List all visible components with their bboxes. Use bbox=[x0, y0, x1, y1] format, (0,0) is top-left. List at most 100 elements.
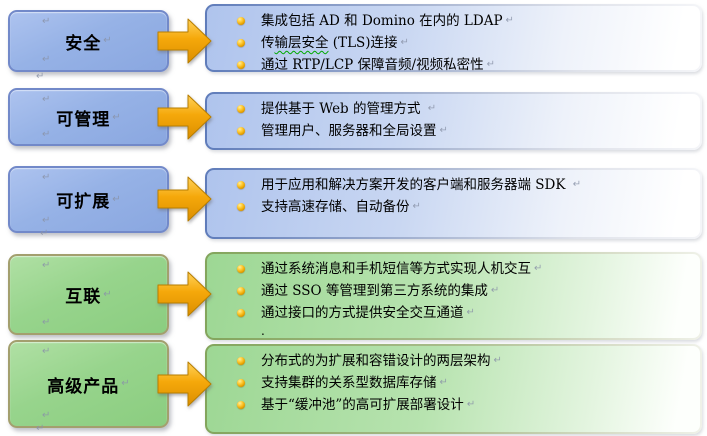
bullet-text: 用于应用和解决方案开发的客户端和服务器端 SDK bbox=[261, 177, 570, 193]
paragraph-mark: ↵ bbox=[466, 307, 475, 318]
bullet-item: 支持集群的关系型数据库存储 ↵ bbox=[207, 372, 692, 394]
right-arrow[interactable] bbox=[157, 16, 213, 66]
content-box-body: 通过系统消息和手机短信等方式实现人机交互 ↵ 通过 SSO 等管理到第三方系统的… bbox=[207, 254, 700, 338]
paragraph-mark: ↵ bbox=[490, 285, 500, 296]
right-arrow[interactable] bbox=[157, 174, 213, 224]
bullet-text: 支持集群的关系型数据库存储 bbox=[261, 375, 437, 391]
right-arrow[interactable] bbox=[157, 269, 213, 319]
bullet-icon bbox=[237, 105, 245, 113]
paragraph-mark: ↵ bbox=[534, 263, 543, 274]
content-box[interactable]: 用于应用和解决方案开发的客户端和服务器端 SDK ↵ 支持高速存储、自动备份 ↵ bbox=[205, 168, 702, 239]
content-box[interactable]: 分布式的为扩展和容错设计的两层架构 ↵ 支持集群的关系型数据库存储 ↵ 基于“缓… bbox=[205, 344, 702, 434]
paragraph-mark: ↵ bbox=[486, 59, 495, 70]
bullet-text: 传输层安全 (TLS)连接 bbox=[261, 35, 398, 51]
bullet-item: 支持高速存储、自动备份 ↵ bbox=[207, 196, 692, 218]
paragraph-mark: ↵ bbox=[121, 378, 130, 389]
category-box[interactable]: ↵ 高级产品 ↵ ↵ bbox=[8, 340, 169, 428]
paragraph-mark: ↵ bbox=[103, 35, 112, 46]
bullet-icon bbox=[237, 61, 245, 69]
paragraph-mark: ↵ bbox=[42, 129, 51, 140]
category-label-line: 可管理 ↵ bbox=[56, 105, 120, 130]
paragraph-mark: ↵ bbox=[36, 423, 45, 434]
category-label: 高级产品 bbox=[47, 376, 120, 397]
bullet-item: 通过 SSO 等管理到第三方系统的集成 ↵ bbox=[207, 280, 692, 302]
paragraph-mark: ↵ bbox=[40, 228, 49, 239]
category-label: 可管理 bbox=[56, 110, 111, 130]
paragraph-mark: ↵ bbox=[42, 215, 51, 226]
paragraph-mark: ↵ bbox=[42, 172, 51, 183]
bullet-text: . bbox=[261, 324, 265, 338]
bullet-text: 集成包括 AD 和 Domino 在内的 LDAP bbox=[261, 13, 503, 29]
category-label: 可扩展 bbox=[56, 192, 111, 212]
paragraph-mark: ↵ bbox=[103, 288, 112, 300]
paragraph-mark: ↵ bbox=[42, 317, 51, 328]
bullet-item: . bbox=[207, 324, 692, 339]
bullet-text: 通过接口的方式提供安全交互通道 bbox=[261, 305, 464, 321]
category-box[interactable]: ↵ 互联 ↵ ↵ bbox=[8, 254, 169, 335]
paragraph-mark: ↵ bbox=[42, 94, 51, 105]
paragraph-mark: ↵ bbox=[36, 71, 45, 82]
bullet-item: 集成包括 AD 和 Domino 在内的 LDAP ↵ bbox=[207, 10, 692, 32]
bullet-item: 通过 RTP/LCP 保障音频/视频私密性 ↵ bbox=[207, 54, 692, 76]
category-box[interactable]: ↵ 可扩展 ↵ ↵ bbox=[8, 166, 169, 233]
content-box[interactable]: 提供基于 Web 的管理方式 ↵ 管理用户、服务器和全局设置 ↵ bbox=[205, 92, 702, 150]
bullet-item: 管理用户、服务器和全局设置 ↵ bbox=[207, 120, 692, 142]
bullet-item: 用于应用和解决方案开发的客户端和服务器端 SDK ↵ bbox=[207, 174, 692, 196]
bullet-icon bbox=[237, 17, 245, 25]
paragraph-mark: ↵ bbox=[572, 179, 582, 190]
paragraph-mark: ↵ bbox=[493, 355, 502, 366]
bullet-item: 传输层安全 (TLS)连接 ↵ bbox=[207, 32, 692, 54]
right-arrow[interactable] bbox=[157, 92, 213, 142]
bullet-text: 支持高速存储、自动备份 bbox=[261, 199, 410, 215]
bullet-icon bbox=[237, 379, 245, 387]
paragraph-mark: ↵ bbox=[42, 410, 51, 421]
bullet-text: 基于“缓冲池”的高可扩展部署设计 bbox=[261, 397, 464, 413]
bullet-item: 通过接口的方式提供安全交互通道 ↵ bbox=[207, 302, 692, 324]
bullet-icon bbox=[237, 357, 245, 365]
bullet-item: 提供基于 Web 的管理方式 ↵ bbox=[207, 98, 692, 120]
category-label: 互联 bbox=[65, 287, 102, 307]
paragraph-mark: ↵ bbox=[412, 201, 421, 212]
content-box[interactable]: 集成包括 AD 和 Domino 在内的 LDAP ↵ 传输层安全 (TLS)连… bbox=[205, 4, 702, 73]
bullet-icon bbox=[237, 127, 245, 135]
content-box[interactable]: 通过系统消息和手机短信等方式实现人机交互 ↵ 通过 SSO 等管理到第三方系统的… bbox=[205, 252, 702, 340]
paragraph-mark: ↵ bbox=[42, 54, 51, 65]
category-label-line: 可扩展 ↵ bbox=[56, 187, 120, 212]
paragraph-mark: ↵ bbox=[439, 377, 448, 388]
bullet-icon bbox=[237, 181, 245, 189]
paragraph-mark: ↵ bbox=[427, 103, 437, 114]
category-label-line: 安全 ↵ bbox=[65, 29, 111, 54]
paragraph-mark: ↵ bbox=[112, 193, 121, 205]
paragraph-mark: ↵ bbox=[112, 111, 121, 123]
category-box[interactable]: ↵ 可管理 ↵ ↵ bbox=[8, 88, 169, 146]
bullet-text: 通过 RTP/LCP 保障音频/视频私密性 bbox=[261, 57, 484, 73]
bullet-text: 通过系统消息和手机短信等方式实现人机交互 bbox=[261, 261, 531, 277]
spellcheck-wavy-text: 输层安全 bbox=[274, 35, 329, 51]
content-box-body: 分布式的为扩展和容错设计的两层架构 ↵ 支持集群的关系型数据库存储 ↵ 基于“缓… bbox=[207, 346, 700, 432]
bullet-icon bbox=[237, 309, 245, 317]
category-box[interactable]: ↵ 安全 ↵ ↵ bbox=[8, 10, 169, 72]
content-box-body: 集成包括 AD 和 Domino 在内的 LDAP ↵ 传输层安全 (TLS)连… bbox=[207, 6, 700, 73]
bullet-text: 管理用户、服务器和全局设置 bbox=[261, 123, 437, 139]
content-box-body: 用于应用和解决方案开发的客户端和服务器端 SDK ↵ 支持高速存储、自动备份 ↵ bbox=[207, 170, 700, 237]
bullet-icon bbox=[237, 39, 245, 47]
bullet-item: 基于“缓冲池”的高可扩展部署设计 ↵ bbox=[207, 394, 692, 416]
category-label: 安全 bbox=[65, 33, 102, 54]
paragraph-mark: ↵ bbox=[505, 15, 514, 26]
paragraph-mark: ↵ bbox=[466, 399, 476, 410]
right-arrow[interactable] bbox=[157, 359, 213, 409]
paragraph-mark: ↵ bbox=[42, 346, 51, 357]
bullet-text: 提供基于 Web 的管理方式 bbox=[261, 101, 425, 117]
category-label-line: 互联 ↵ bbox=[65, 282, 111, 307]
bullet-icon bbox=[237, 203, 245, 211]
bullet-icon bbox=[237, 287, 245, 295]
bullet-icon bbox=[237, 401, 245, 409]
bullet-icon bbox=[237, 265, 245, 273]
